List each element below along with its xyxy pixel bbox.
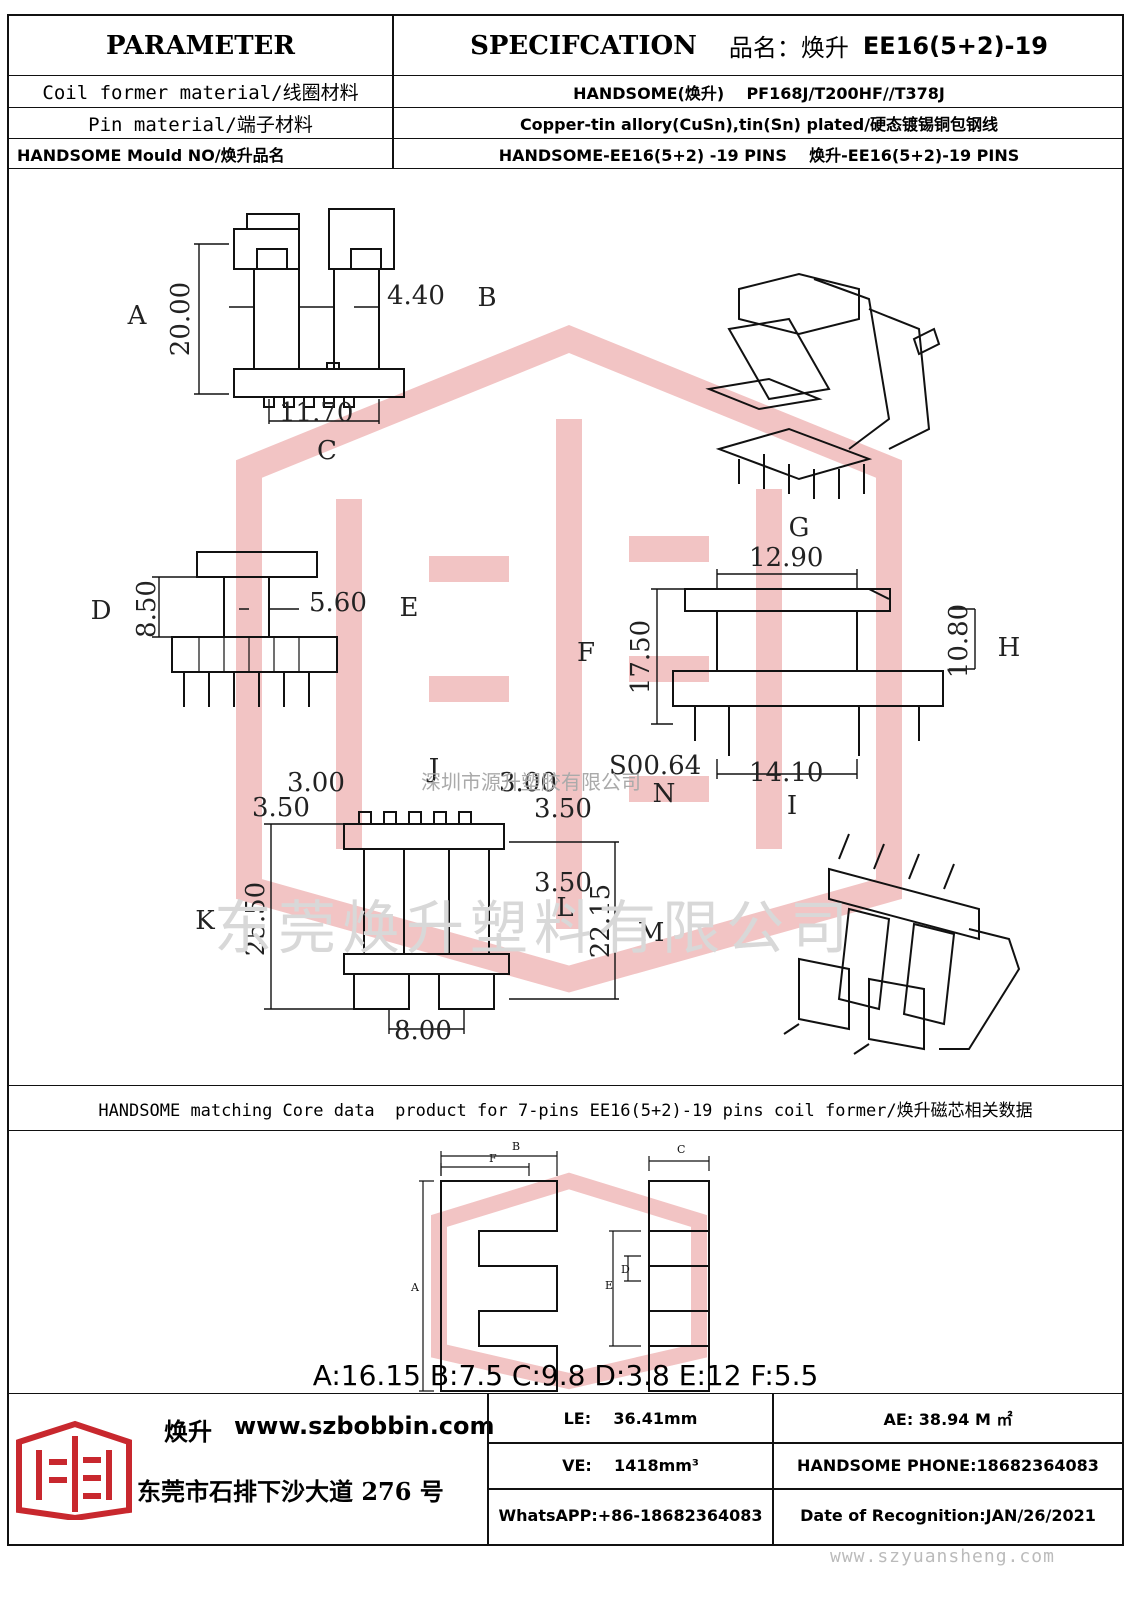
- label-N: N: [653, 779, 676, 809]
- iso-view-top-right: [705, 272, 941, 499]
- parameter-header: PARAMETER: [106, 30, 295, 61]
- iso-view-bottom-right: [783, 833, 1021, 1055]
- core-letter-A: A: [410, 1281, 420, 1294]
- label-L: L: [556, 893, 573, 923]
- recognition-date: Date of Recognition:JAN/26/2021: [800, 1505, 1096, 1525]
- front-view-top: [194, 208, 405, 424]
- spec-sheet: PARAMETER SPECIFCATION 品名：焕升 EE16(5+2)-1…: [7, 14, 1124, 1546]
- label-B: B: [477, 283, 496, 313]
- mould-value: HANDSOME-EE16(5+2) -19 PINS 焕升-EE16(5+2)…: [498, 145, 1020, 165]
- product-model: EE16(5+2)-19: [862, 31, 1048, 60]
- label-E: E: [400, 593, 419, 623]
- brand-name: 焕升: [164, 1418, 212, 1446]
- website: www.szbobbin.com: [234, 1412, 495, 1440]
- dim-N: S00.64: [609, 751, 701, 781]
- label-K: K: [195, 906, 215, 936]
- specification-header: SPECIFCATION 品名：焕升 EE16(5+2)-19: [394, 16, 1124, 75]
- coil-material-value: HANDSOME(焕升) PF168J/T200HF//T378J: [573, 83, 945, 103]
- core-letter-C: C: [677, 1143, 685, 1156]
- ae-value: AE: 38.94 M ㎡: [883, 1410, 1013, 1429]
- address: 东莞市石排下沙大道 276 号: [137, 1477, 444, 1506]
- dim-D: 8.50: [132, 580, 162, 638]
- ve-value: VE: 1418mm³: [562, 1456, 699, 1475]
- dim-J4: 3.50: [534, 794, 592, 824]
- core-letter-F: F: [489, 1152, 497, 1165]
- core-title-row: HANDSOME matching Core data product for …: [9, 1085, 1122, 1131]
- pin-material-row: Pin material/端子材料 Copper-tin allory(CuSn…: [9, 108, 1122, 139]
- dim-C: 11.70: [279, 398, 353, 428]
- core-letter-D: D: [621, 1263, 630, 1276]
- front-view-bottom: [264, 811, 619, 1034]
- dim-E: 5.60: [309, 588, 367, 618]
- label-H: H: [998, 633, 1021, 663]
- dim-K: 25.50: [241, 882, 271, 956]
- core-letter-E: E: [605, 1279, 613, 1292]
- label-J: J: [426, 754, 439, 784]
- dim-A: 20.00: [166, 282, 196, 356]
- dim-L: 3.50: [534, 868, 592, 898]
- label-I: I: [787, 791, 797, 821]
- footer: 焕升 www.szbobbin.com 东莞市石排下沙大道 276 号 LE: …: [9, 1394, 1124, 1544]
- e-core-side: [609, 1156, 710, 1392]
- company-logo-icon: [16, 1420, 132, 1520]
- watermark-company-big: 东莞焕升塑料有限公司: [214, 894, 855, 962]
- coil-material-row: Coil former material/线圈材料 HANDSOME(焕升) P…: [9, 76, 1122, 108]
- pin-material-value: Copper-tin allory(CuSn),tin(Sn) plated/硬…: [519, 115, 999, 134]
- side-view-left: [152, 551, 338, 707]
- side-view-right: [651, 569, 976, 779]
- le-value: LE: 36.41mm: [563, 1408, 698, 1428]
- product-name-label: 品名：焕升: [728, 34, 849, 62]
- watermark-logo: [236, 324, 902, 993]
- label-G: G: [789, 513, 810, 543]
- dim-J: 3.00: [287, 768, 345, 798]
- dim-bottom: 8.00: [394, 1016, 452, 1046]
- label-F: F: [577, 638, 595, 668]
- e-core-front: [419, 1151, 558, 1392]
- header-row: PARAMETER SPECIFCATION 品名：焕升 EE16(5+2)-1…: [9, 16, 1122, 76]
- core-watermark: [431, 1172, 707, 1390]
- specification-label: SPECIFCATION: [470, 30, 697, 61]
- dim-J2: 3.50: [252, 793, 310, 823]
- watermark-company-small: 深圳市源升塑胶有限公司: [421, 770, 641, 794]
- mould-row: HANDSOME Mould NO/焕升品名 HANDSOME-EE16(5+2…: [9, 139, 1122, 169]
- label-M: M: [638, 918, 665, 948]
- pin-material-label: Pin material/端子材料: [88, 113, 313, 136]
- core-letter-B: B: [512, 1140, 520, 1153]
- bobbin-drawings: A 20.00 4.40 B 11.70 C D 8.50 5.60 E G 1…: [91, 208, 1021, 1055]
- drawing-area: A 20.00 4.40 B 11.70 C D 8.50 5.60 E G 1…: [9, 169, 1122, 1085]
- dim-J3: 3.00: [499, 768, 557, 798]
- core-drawing-area: B F C A E D A:16.15 B:7.5 C:9.8 D:3.8 E:…: [9, 1131, 1122, 1394]
- core-drawing: B F C A E D: [410, 1140, 710, 1392]
- dim-I: 14.10: [749, 758, 823, 788]
- dim-M: 22.15: [586, 884, 616, 958]
- label-C: C: [317, 436, 337, 466]
- dim-F: 17.50: [626, 620, 656, 694]
- label-A: A: [127, 301, 148, 331]
- label-D: D: [91, 596, 112, 626]
- phone: HANDSOME PHONE:18682364083: [797, 1456, 1099, 1475]
- dim-B: 4.40: [387, 281, 445, 311]
- core-formula: A:16.15 B:7.5 C:9.8 D:3.8 E:12 F:5.5: [312, 1359, 819, 1392]
- core-title: HANDSOME matching Core data product for …: [98, 1100, 1033, 1121]
- dim-H: 10.80: [944, 604, 974, 678]
- dim-G: 12.90: [749, 543, 823, 573]
- mould-label: HANDSOME Mould NO/焕升品名: [17, 145, 285, 165]
- watermark-site: www.szyuansheng.com: [830, 1546, 1055, 1567]
- whatsapp: WhatsAPP:+86-18682364083: [498, 1505, 763, 1525]
- coil-material-label: Coil former material/线圈材料: [42, 82, 359, 104]
